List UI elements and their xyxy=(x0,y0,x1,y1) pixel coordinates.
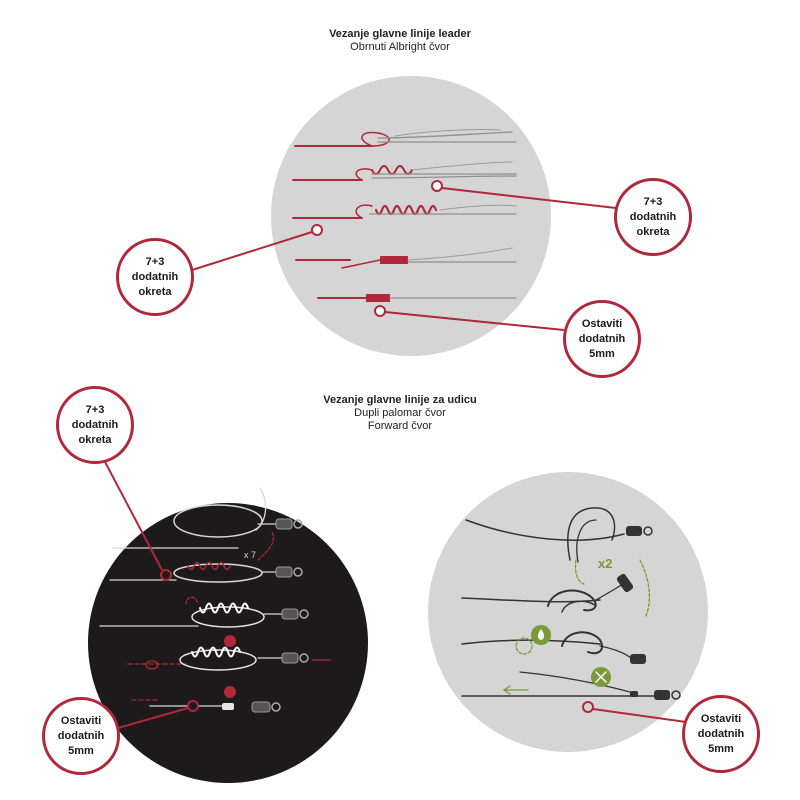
top-heading: Vezanje glavne linije leader Obrnuti Alb… xyxy=(0,28,800,54)
forward-step-4 xyxy=(461,667,681,700)
callout-bottom-left-top: 7+3 dodatnih okreta xyxy=(56,386,134,464)
albright-step-4 xyxy=(295,247,517,269)
forward-step-2 xyxy=(461,559,651,617)
forward-step-1 xyxy=(465,507,653,585)
albright-step-1 xyxy=(294,128,517,147)
palomar-step-5 xyxy=(131,686,281,713)
callout-top-right: 7+3 dodatnih okreta xyxy=(614,178,692,256)
albright-step-3 xyxy=(292,204,517,219)
top-connectors xyxy=(191,180,617,331)
bottom-heading: Vezanje glavne linije za udicu Dupli pal… xyxy=(0,394,800,433)
bottom-left-connectors xyxy=(103,459,199,729)
callout-bottom-left-bottom: Ostaviti dodatnih 5mm xyxy=(42,697,120,775)
bottom-subtitle-2: Forward čvor xyxy=(367,420,433,432)
double-turn-label: x2 xyxy=(598,556,612,571)
bottom-title: Vezanje glavne linije za udicu xyxy=(323,394,477,406)
palomar-steps xyxy=(99,487,331,713)
palomar-step-3 xyxy=(99,596,309,628)
palomar-step-4 xyxy=(127,635,331,671)
callout-top-bottom-right: Ostaviti dodatnih 5mm xyxy=(563,300,641,378)
forward-knot-steps xyxy=(461,507,681,700)
albright-step-2 xyxy=(292,161,517,181)
bottom-subtitle-1: Dupli palomar čvor xyxy=(354,407,446,419)
bottom-right-connectors xyxy=(582,701,687,723)
callout-top-left: 7+3 dodatnih okreta xyxy=(116,238,194,316)
palomar-step-2 xyxy=(109,531,303,583)
wraps-count-label: x 7 xyxy=(244,550,256,560)
bottom-right-panel xyxy=(428,472,708,752)
albright-steps xyxy=(292,128,517,302)
forward-step-3 xyxy=(461,625,646,664)
callout-bottom-right: Ostaviti dodatnih 5mm xyxy=(682,695,760,773)
top-subtitle: Obrnuti Albright čvor xyxy=(350,41,450,53)
palomar-step-1 xyxy=(173,487,303,538)
albright-step-5 xyxy=(317,294,517,302)
top-title: Vezanje glavne linije leader xyxy=(329,28,471,40)
